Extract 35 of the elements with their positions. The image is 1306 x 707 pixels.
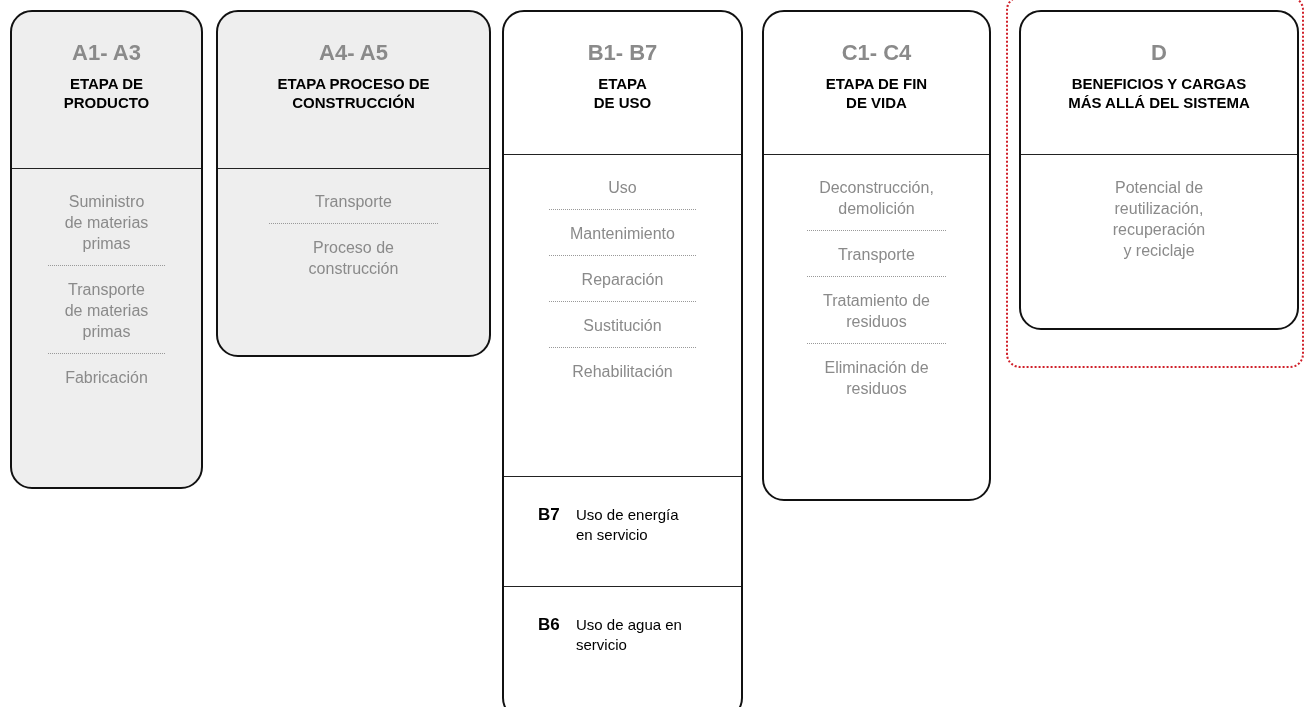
module-text: Suministro de materias primas <box>63 192 150 254</box>
module-text: Uso de agua en servicio <box>576 615 683 655</box>
stage-card <box>10 10 203 489</box>
stage-card <box>216 10 491 357</box>
stage-card <box>762 10 991 501</box>
module-text: Transporte de materias primas <box>63 280 150 342</box>
module-text: Potencial de reutilización, recuperación y reciclaje <box>1111 178 1207 261</box>
stage-title: BENEFICIOS Y CARGAS MÁS ALLÁ DEL SISTEMA <box>1067 74 1251 112</box>
stage-title: ETAPA PROCESO DE CONSTRUCCIÓN <box>276 74 431 112</box>
stage-code: B1- B7 <box>587 40 658 66</box>
module-text: Uso de energía en servicio <box>576 505 680 545</box>
module-text: Deconstrucción, demolición <box>818 178 935 219</box>
module-code: B7 <box>538 505 561 525</box>
stage-code: A4- A5 <box>319 40 388 66</box>
module-text: Proceso de construcción <box>307 238 400 279</box>
stage-card <box>502 10 743 707</box>
module-text: Reparación <box>580 270 665 290</box>
stage-title: ETAPA DE FIN DE VIDA <box>824 74 929 112</box>
module-text: Rehabilitación <box>571 362 674 382</box>
stage-title: ETAPA DE PRODUCTO <box>62 74 151 112</box>
module-text: Mantenimiento <box>569 224 676 244</box>
module-text: Eliminación de residuos <box>823 358 930 399</box>
stage-card <box>1019 10 1299 330</box>
module-text: Transporte <box>314 192 393 212</box>
module-text: Transporte <box>837 245 916 265</box>
stage-code: C1- C4 <box>841 40 912 66</box>
module-code: B6 <box>538 615 561 635</box>
module-text: Tratamiento de residuos <box>822 291 931 332</box>
module-text: Fabricación <box>64 368 149 388</box>
module-text: Uso <box>607 178 638 198</box>
dotted-frame <box>1006 0 1304 368</box>
stage-title: ETAPA DE USO <box>592 74 653 112</box>
stage-code: D <box>1151 40 1167 66</box>
module-text: Sustitución <box>582 316 663 336</box>
stage-code: A1- A3 <box>72 40 141 66</box>
